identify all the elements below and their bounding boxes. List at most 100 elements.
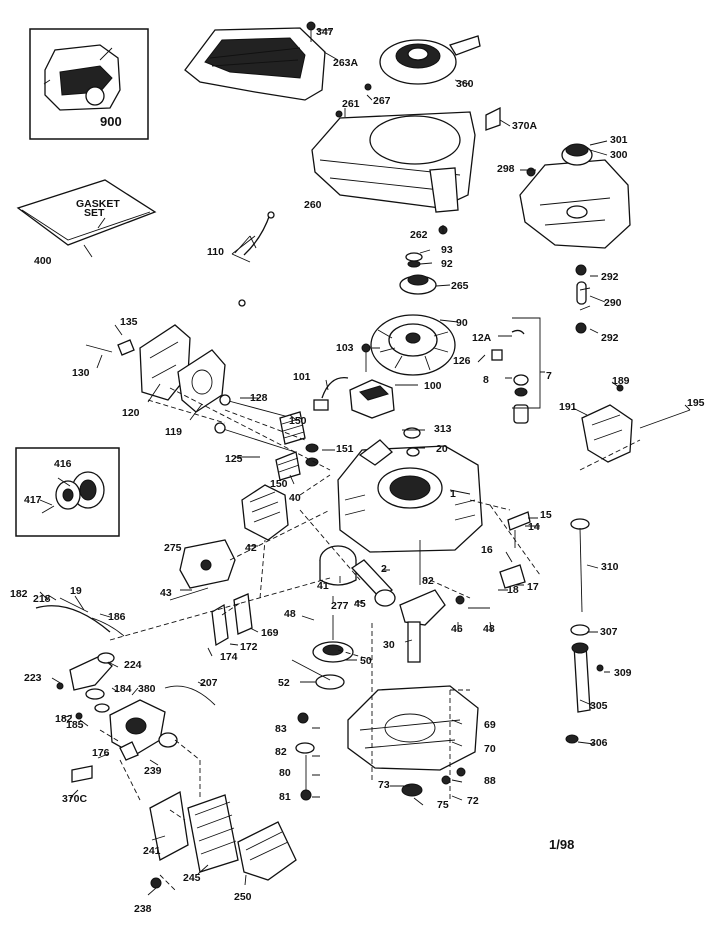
part-number-label: 224 [124, 659, 142, 671]
part-number-label: 7 [546, 370, 552, 382]
part-number-label: 169 [261, 627, 279, 639]
part-number-label: 245 [183, 872, 201, 884]
part-number-label: 380 [138, 683, 156, 695]
part-number-label: 195 [687, 397, 705, 409]
part-number-label: 80 [279, 767, 291, 779]
part-number-label: 75 [437, 799, 449, 811]
part-number-label: 260 [304, 199, 322, 211]
part-number-label: 182 [10, 588, 28, 600]
part-number-label: 41 [317, 580, 329, 592]
part-number-label: 174 [220, 651, 238, 663]
part-number-label: 2 [381, 563, 387, 575]
part-number-label: 290 [604, 297, 622, 309]
part-number-label: 292 [601, 332, 619, 344]
part-number-label: 306 [590, 737, 608, 749]
exhaust-gaskets [211, 593, 253, 647]
intake-cover-gaskets [85, 324, 226, 413]
part-number-label: 81 [279, 791, 291, 803]
part-number-label: 42 [245, 542, 257, 554]
part-number-label: 119 [165, 426, 182, 438]
part-number-label: 126 [453, 355, 471, 367]
air-filter [149, 790, 297, 889]
part-number-label: 93 [441, 244, 453, 256]
part-number-label: 370C [62, 793, 88, 805]
part-number-label: 307 [600, 626, 618, 638]
part-number-label: 40 [289, 492, 301, 504]
part-number-label: 16 [481, 544, 493, 556]
part-number-label: 19 [70, 585, 82, 597]
part-number-label: 48 [483, 623, 495, 635]
part-number-label: 416 [54, 458, 72, 470]
part-number-label: 50 [360, 655, 372, 667]
part-number-label: 185 [66, 719, 84, 731]
part-number-label: 238 [134, 903, 152, 915]
part-number-label: 110 [207, 246, 224, 258]
part-number-label: 130 [72, 367, 90, 379]
cylinder-block [337, 427, 483, 553]
svg-text:GASKET: GASKET [76, 198, 120, 210]
part-number-label: 48 [284, 608, 296, 620]
part-number-label: 150 [289, 415, 307, 427]
part-number-label: 262 [410, 229, 428, 241]
part-number-label: 128 [250, 392, 268, 404]
part-number-label: 103 [336, 342, 354, 354]
blower-housing-shroud [311, 111, 476, 213]
part-number-label: 150 [270, 478, 288, 490]
part-number-label: 15 [540, 509, 552, 521]
part-number-label: 17 [527, 581, 539, 593]
part-number-label: 46 [451, 623, 463, 635]
part-number-label: 263A [333, 57, 359, 69]
part-number-label: 218 [33, 593, 51, 605]
valves-and-springs [214, 394, 319, 481]
part-number-label: 370A [512, 120, 538, 132]
dipstick-tube [565, 518, 604, 744]
part-number-label: 305 [590, 700, 608, 712]
part-number-label: 417 [24, 494, 42, 506]
part-number-label: 400 [34, 255, 52, 267]
blower-housing-top [184, 27, 326, 101]
part-number-label: 82 [275, 746, 287, 758]
part-number-label: 301 [610, 134, 628, 146]
part-number-label: 310 [601, 561, 619, 573]
part-number-label: 73 [378, 779, 390, 791]
muffler-assembly [169, 484, 289, 601]
part-number-label: 70 [484, 743, 496, 755]
flywheel [370, 314, 456, 376]
part-number-label: 101 [293, 371, 311, 383]
part-number-label: 313 [434, 423, 452, 435]
engine-inset-box [29, 28, 149, 140]
part-number-label: 298 [497, 163, 515, 175]
ignition-armature [313, 329, 529, 424]
governor-control [499, 384, 691, 589]
part-number-label: 265 [451, 280, 469, 292]
piston-and-rod [319, 545, 396, 607]
svg-text:SET: SET [84, 207, 105, 219]
part-number-label: 189 [612, 375, 630, 387]
oil-sump-base [295, 685, 479, 801]
part-number-label: 360 [456, 78, 474, 90]
part-number-label: 20 [436, 443, 448, 455]
part-number-label: 184 [114, 683, 132, 695]
part-number-label: 347 [316, 26, 334, 38]
carburetor [35, 597, 216, 783]
part-number-label: 83 [275, 723, 287, 735]
part-number-label: 275 [164, 542, 182, 554]
part-number-label: 43 [160, 587, 172, 599]
recoil-starter [379, 35, 481, 85]
part-number-label: 8 [483, 374, 489, 386]
part-number-label: 69 [484, 719, 496, 731]
part-number-label: 239 [144, 765, 162, 777]
part-number-label: 900 [100, 114, 122, 129]
crankshaft [399, 540, 490, 663]
part-number-label: 72 [467, 795, 479, 807]
part-number-label: 52 [278, 677, 290, 689]
part-number-label: 292 [601, 271, 619, 283]
part-number-label: 14 [528, 521, 540, 533]
part-number-label: 120 [122, 407, 140, 419]
part-number-label: 207 [200, 677, 218, 689]
part-number-label: 12A [472, 332, 492, 344]
part-number-label: 88 [484, 775, 496, 787]
